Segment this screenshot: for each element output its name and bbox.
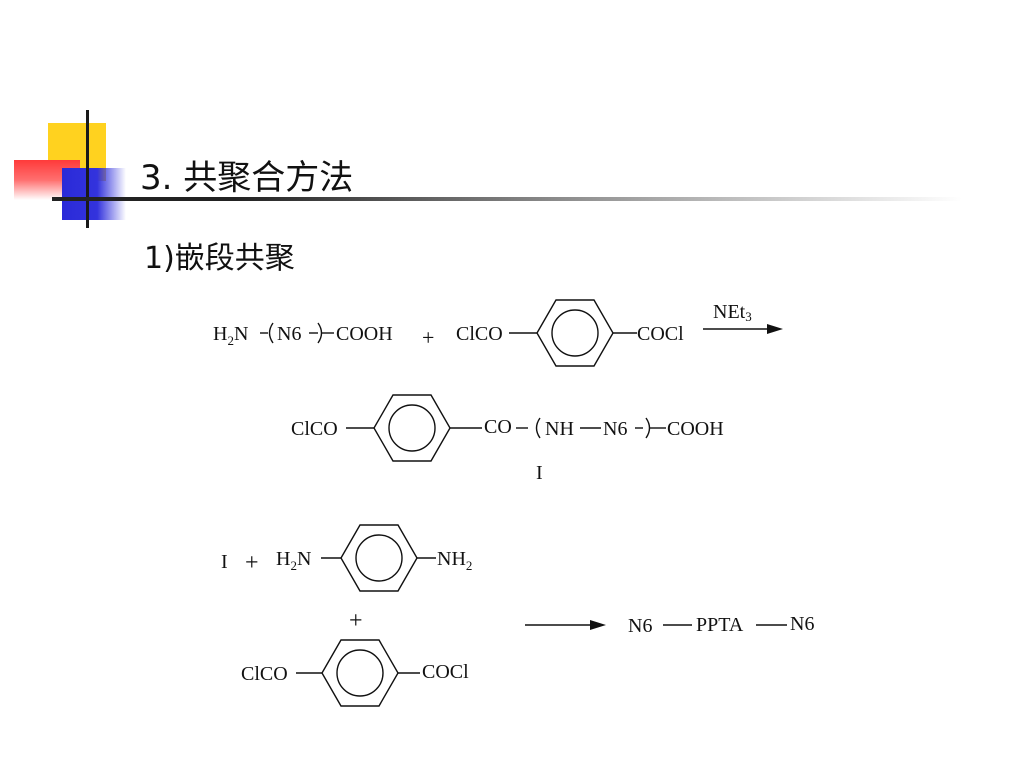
- arrow-head-1: [767, 324, 783, 334]
- final-ppta-label: PPTA: [696, 614, 744, 636]
- product-cooh-label: COOH: [667, 418, 724, 440]
- diamine-h2n-label: H2N: [276, 548, 311, 573]
- plus-sign: +: [245, 550, 259, 576]
- decor-blue-block: [62, 168, 126, 220]
- reagent-label: NEt3: [713, 301, 752, 324]
- plus-sign: +: [349, 608, 363, 634]
- section-heading: 1)嵌段共聚: [144, 241, 295, 276]
- clco-label: ClCO: [456, 323, 503, 345]
- r2-i-label: I: [221, 551, 228, 573]
- decor-vertical-line: [86, 110, 89, 228]
- title-underline: [52, 197, 962, 201]
- diacid-clco-label: ClCO: [241, 663, 288, 685]
- cocl-label: COCl: [637, 323, 684, 345]
- cooh-label: COOH: [336, 323, 393, 345]
- product-nh-label: NH: [545, 418, 574, 440]
- final-n6-right-label: N6: [790, 613, 814, 635]
- diamine-nh2-label: NH2: [437, 548, 472, 573]
- diacid-cocl-label: COCl: [422, 661, 469, 683]
- product-i-label: I: [536, 462, 543, 484]
- slide-title: 3. 共聚合方法: [140, 158, 354, 198]
- arrow-head-2: [590, 620, 606, 630]
- product-clco-label: ClCO: [291, 418, 338, 440]
- h2n-label: H2N: [213, 323, 248, 348]
- n6-label: N6: [277, 323, 301, 345]
- final-n6-left-label: N6: [628, 615, 652, 637]
- product-n6-label: N6: [603, 418, 627, 440]
- plus-sign: +: [422, 325, 434, 350]
- product-co-label: CO: [484, 416, 512, 438]
